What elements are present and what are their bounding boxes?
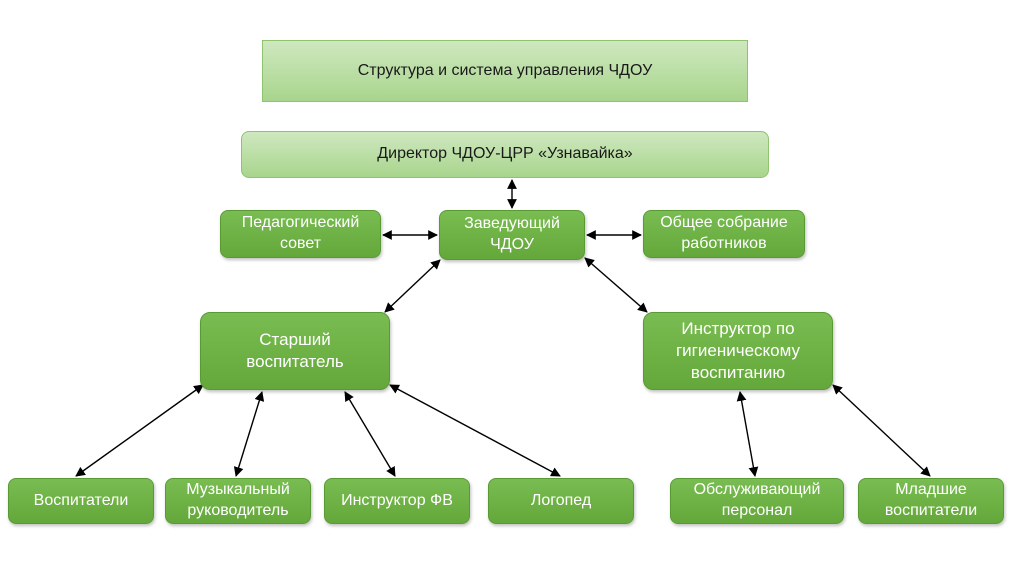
arrow-instruktor-mladshie (832, 384, 931, 477)
node-logoped: Логопед (488, 478, 634, 524)
node-mladshie: Младшие воспитатели (858, 478, 1004, 524)
node-instruktor-fv: Инструктор ФВ (324, 478, 470, 524)
node-director: Директор ЧДОУ-ЦРР «Узнавайка» (241, 131, 769, 178)
node-obshchee-sobranie: Общее собрание работников (643, 210, 805, 258)
node-obsluzhivayushchiy: Обслуживающий персонал (670, 478, 844, 524)
node-vospitateli: Воспитатели (8, 478, 154, 524)
arrow-starshiy-logoped (389, 384, 561, 477)
node-starshiy-vospitatel: Старший воспитатель (200, 312, 390, 390)
arrow-starshiy-vospitateli (75, 384, 204, 477)
node-muz-rukovoditel: Музыкальный руководитель (165, 478, 311, 524)
arrow-zaveduyushchiy-starshiy (384, 259, 441, 313)
arrow-starshiy-fv (344, 391, 396, 477)
node-zaveduyushchiy: Заведующий ЧДОУ (439, 210, 585, 260)
arrow-starshiy-muz (233, 391, 265, 477)
arrow-zaveduyushchiy-instruktor (584, 257, 648, 313)
diagram-title: Структура и система управления ЧДОУ (262, 40, 748, 102)
node-instruktor-gigiena: Инструктор по гигиеническому воспитанию (643, 312, 833, 390)
arrow-instruktor-obsluzh (736, 391, 759, 477)
node-ped-sovet: Педагогический совет (220, 210, 381, 258)
